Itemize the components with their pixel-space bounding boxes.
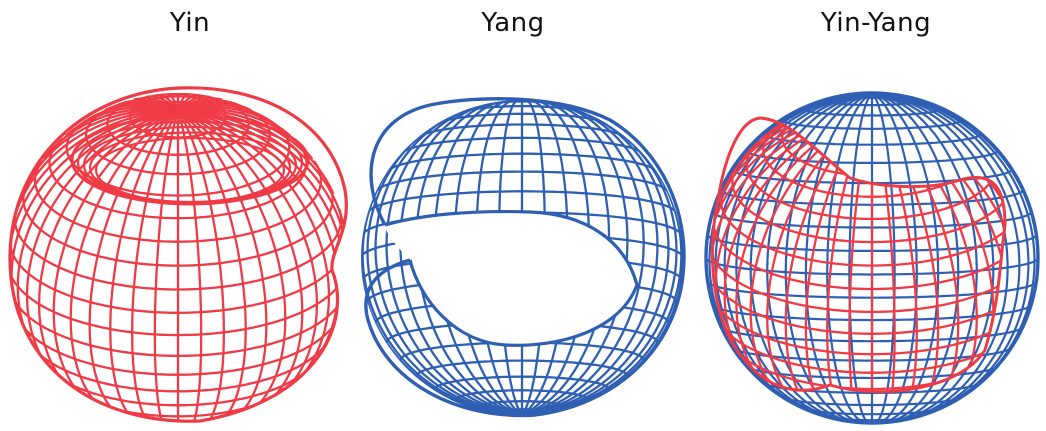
grid-longitude-line [37, 109, 179, 408]
grid-longitude-line [10, 109, 179, 295]
grid-longitude-line [521, 100, 569, 416]
panel-title-yang: Yang [481, 8, 545, 38]
grid-longitude-line [453, 100, 523, 416]
grid-longitude-line [871, 93, 940, 423]
panel-title-yin: Yin [169, 8, 211, 38]
grid-longitude-line [723, 93, 873, 422]
grid-longitude-line [784, 93, 873, 423]
grid-longitude-line [177, 95, 211, 112]
panel-title-yin-yang: Yin-Yang [820, 8, 932, 38]
grid-longitude-line [145, 95, 179, 112]
grid-longitude-line [719, 118, 873, 196]
yin-yang-sphere-outline [704, 91, 1040, 425]
grid-longitude-line [871, 93, 1021, 422]
grid-longitude-line [399, 100, 523, 416]
grid-longitude-line [361, 138, 523, 416]
grid-longitude-line [21, 108, 179, 195]
grid-longitude-line [177, 101, 252, 112]
grid-longitude-line [521, 102, 659, 416]
grid-longitude-line [109, 109, 179, 422]
grid-longitude-line [749, 93, 873, 423]
grid-longitude-line [153, 110, 180, 422]
grid-longitude-line [177, 99, 237, 112]
yin-rim-ring [94, 136, 286, 204]
grid-longitude-line [177, 109, 319, 408]
grid-longitude-line [766, 93, 873, 423]
grid-longitude-line [871, 93, 995, 423]
grid-longitude-line [176, 93, 189, 112]
grid-longitude-line [42, 107, 179, 160]
grid-longitude-line [177, 109, 247, 422]
grid-longitude-line [871, 93, 1030, 420]
grid-longitude-line [177, 109, 268, 422]
grid-longitude-line [177, 110, 226, 422]
yin-grid [8, 86, 348, 423]
grid-longitude-line [521, 113, 678, 416]
grid-longitude-line [177, 103, 269, 121]
grid-longitude-line [65, 105, 179, 137]
grid-longitude-line [177, 97, 223, 112]
grid-longitude-line [157, 94, 179, 112]
grid-longitude-line [826, 93, 873, 423]
grid-latitude-line [361, 233, 683, 259]
grid-longitude-line [804, 93, 873, 423]
grid-longitude-line [521, 138, 683, 416]
grid-longitude-line [475, 100, 523, 416]
grid-longitude-line [176, 110, 203, 422]
grid-longitude-line [177, 105, 291, 137]
grid-longitude-line [871, 93, 978, 423]
grid-longitude-line [521, 100, 591, 416]
grid-longitude-line [714, 93, 873, 420]
yin-yang-grid [704, 91, 1040, 425]
grid-longitude-line [130, 110, 179, 422]
yin-yang-red-outline [710, 116, 1007, 394]
grid-latitude-line [361, 211, 683, 236]
yin-rim-outline [70, 114, 310, 206]
grid-longitude-line [871, 93, 1009, 423]
yang-inner-outline [384, 209, 639, 347]
grid-longitude-line [870, 118, 896, 392]
grid-longitude-line [177, 109, 331, 394]
grid-latitude-line [385, 321, 659, 346]
grid-longitude-line [848, 118, 874, 392]
yang-outline [364, 97, 686, 418]
grid-longitude-line [177, 109, 304, 416]
yin-outline [8, 86, 348, 423]
grid-longitude-line [521, 105, 670, 416]
grid-longitude-line [177, 109, 287, 422]
grid-longitude-line [521, 100, 629, 416]
grid-longitude-line [385, 102, 523, 416]
grid-longitude-line [735, 93, 873, 423]
grid-longitude-line [69, 109, 179, 422]
grid-longitude-line [167, 93, 180, 112]
grid-longitude-line [761, 118, 873, 139]
grid-longitude-line [497, 100, 523, 416]
grid-longitude-line [521, 100, 547, 416]
grid-longitude-line [52, 109, 179, 416]
grid-longitude-line [374, 105, 523, 416]
grid-longitude-line [88, 109, 179, 422]
grid-longitude-line [177, 94, 199, 112]
grid-longitude-line [871, 93, 918, 423]
yang-grid [361, 97, 686, 418]
grid-longitude-line [521, 100, 645, 416]
grid-longitude-line [871, 93, 960, 423]
